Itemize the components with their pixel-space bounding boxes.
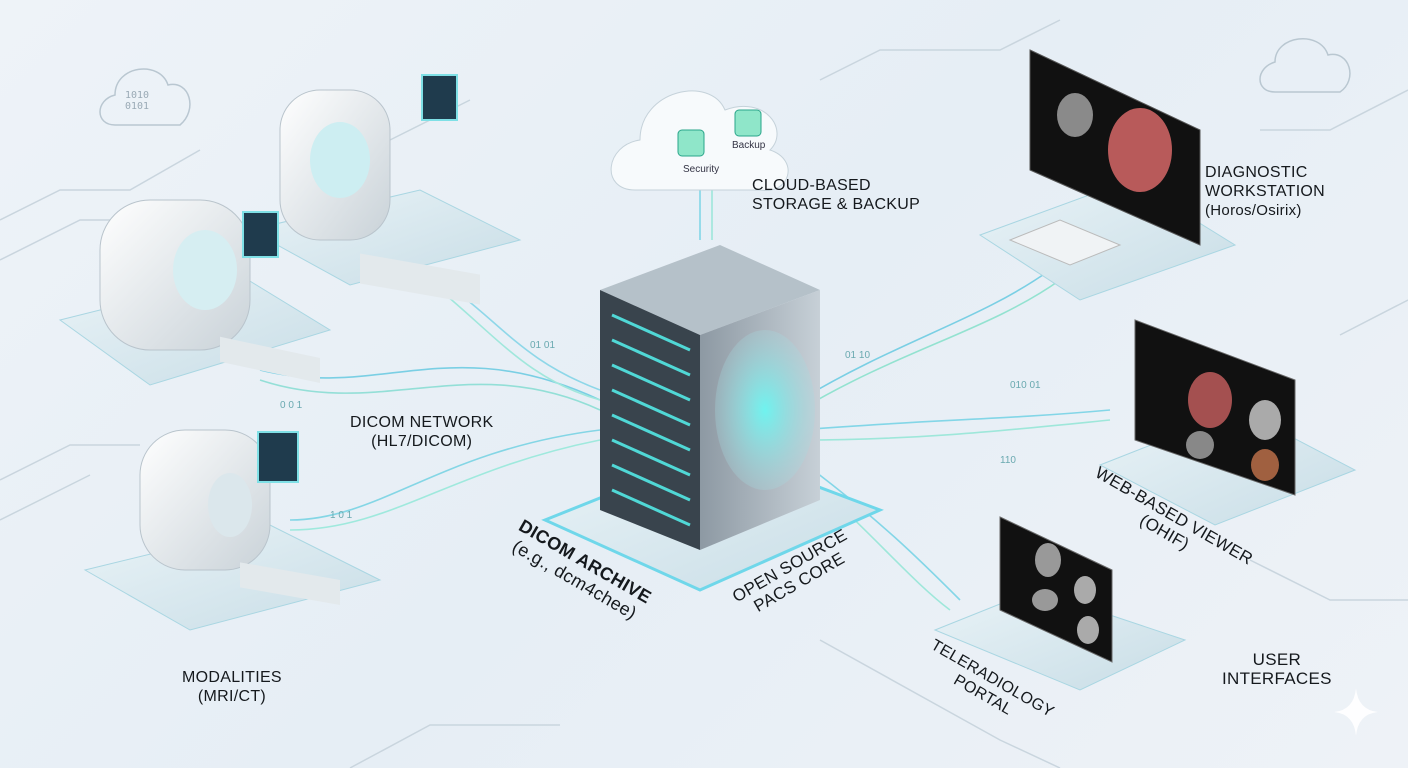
workstation-label: DIAGNOSTIC WORKSTATION (Horos/Osirix)	[1205, 163, 1325, 220]
binary-digits: 01 10	[845, 350, 871, 361]
security-label: Security	[683, 164, 720, 175]
binary-line: 1010	[125, 90, 150, 101]
label-line: (HL7/DICOM)	[371, 433, 473, 450]
dicom-network-label: DICOM NETWORK (HL7/DICOM)	[350, 413, 493, 451]
binary-cloud-icon	[99, 68, 191, 126]
diagnostic-workstation	[978, 49, 1237, 301]
binary-digits: 110	[1000, 455, 1016, 466]
binary-digits: 01 01	[530, 340, 556, 351]
modalities-label: MODALITIES (MRI/CT)	[182, 668, 282, 706]
label-line: DIAGNOSTIC	[1205, 164, 1308, 181]
backup-label: Backup	[732, 140, 766, 151]
cloud-storage	[610, 90, 789, 191]
binary-line: 0101	[125, 101, 150, 112]
binary-digits: 1 0 1	[330, 510, 353, 521]
label-line: CLOUD-BASED	[752, 177, 871, 194]
label-line: DICOM NETWORK	[350, 414, 494, 431]
mri-scanner-top	[248, 74, 522, 305]
label-line: MODALITIES	[182, 669, 282, 686]
ct-scanner	[83, 429, 382, 631]
circuit-lines	[0, 19, 1408, 768]
binary-digits: 0 0 1	[280, 400, 303, 411]
mri-scanner-left	[58, 199, 332, 386]
pacs-server	[541, 245, 884, 592]
label-line: INTERFACES	[1222, 669, 1332, 688]
teleradiology-tablet	[933, 516, 1187, 691]
web-viewer-display	[1098, 319, 1357, 526]
user-interfaces-label: USER INTERFACES	[1222, 650, 1332, 688]
label-line: (Horos/Osirix)	[1205, 202, 1302, 219]
label-line: WORKSTATION	[1205, 183, 1326, 200]
database-cloud-icon	[1259, 38, 1351, 93]
sparkle-icon	[1334, 688, 1378, 736]
cloud-storage-label: CLOUD-BASED STORAGE & BACKUP	[752, 176, 920, 214]
label-line: (MRI/CT)	[197, 688, 267, 705]
binary-digits: 010 01	[1010, 380, 1041, 391]
label-line: USER	[1252, 650, 1302, 669]
label-line: STORAGE & BACKUP	[752, 196, 921, 213]
